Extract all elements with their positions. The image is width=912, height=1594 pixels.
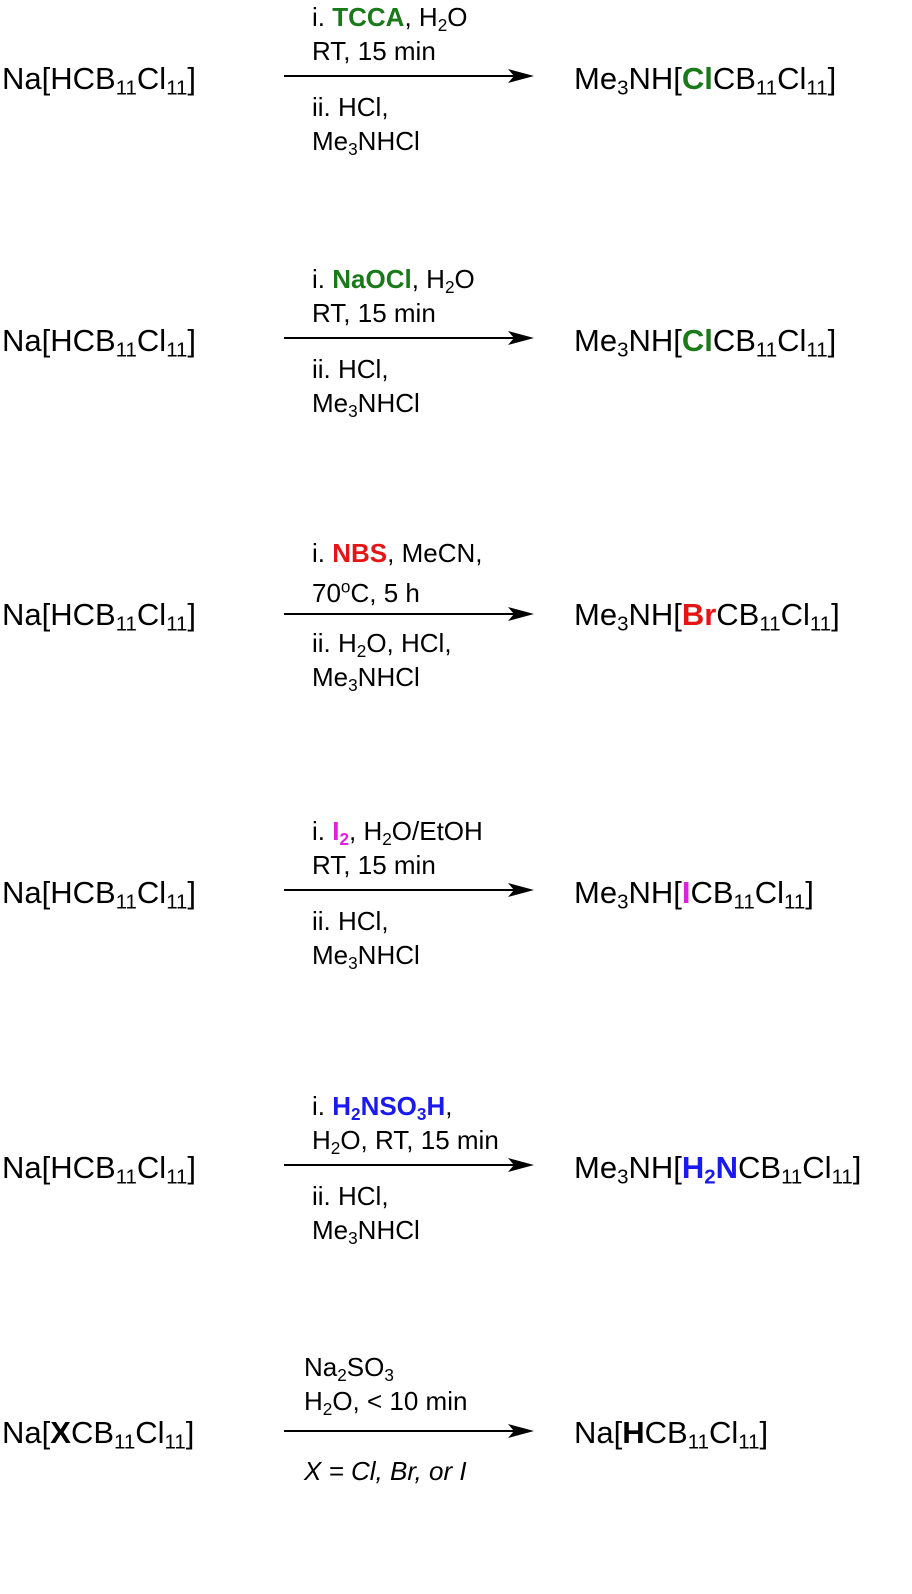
condition-above-1: i. NBS, MeCN, [312,538,483,568]
product: Me3NH[H2NCB11Cl11] [574,1150,862,1189]
condition-above-2: 70oC, 5 h [312,576,420,608]
condition-below-1: ii. HCl, [312,1181,389,1211]
condition-above-2: RT, 15 min [312,298,436,328]
reaction-arrow [284,69,534,83]
condition-above-2: H2O, < 10 min [304,1386,468,1419]
reagent: H2NSO3H [332,1091,446,1124]
reagent: NBS [332,538,388,568]
condition-below-2: Me3NHCl [312,940,420,973]
reaction-5: Na[HCB11Cl11] i. H2NSO3H, H2O, RT, 15 mi… [0,1089,912,1329]
product: Na[HCB11Cl11] [574,1415,769,1454]
condition-above-2: H2O, RT, 15 min [312,1125,499,1158]
highlight-substituent: Cl [681,61,713,96]
product: Me3NH[BrCB11Cl11] [574,597,840,636]
condition-below-1: X = Cl, Br, or I [304,1456,467,1486]
reaction-arrow [284,1158,534,1172]
reaction-arrow [284,1424,534,1438]
condition-above-1: i. TCCA, H2O [312,2,468,35]
highlight-substituent: H2N [681,1150,738,1189]
condition-below-1: ii. HCl, [312,906,389,936]
condition-above-1: i. I2, H2O/EtOH [312,816,483,849]
reagent: TCCA [332,2,405,32]
product: Me3NH[ICB11Cl11] [574,875,814,914]
condition-below-1: ii. H2O, HCl, [312,628,452,661]
reactant: Na[HCB11Cl11] [2,875,197,914]
product: Me3NH[ClCB11Cl11] [574,323,837,362]
reaction-arrow [284,331,534,345]
reactant: Na[HCB11Cl11] [2,323,197,362]
highlight-substituent: H [622,1415,645,1450]
reagent: NaOCl [332,264,412,294]
reactant: Na[XCB11Cl11] [2,1415,195,1454]
condition-below-1: ii. HCl, [312,92,389,122]
condition-above-2: RT, 15 min [312,850,436,880]
reactant: Na[HCB11Cl11] [2,61,197,100]
condition-below-2: Me3NHCl [312,1215,420,1248]
highlight-substituent: I [681,875,691,910]
condition-above-1: i. H2NSO3H, [312,1091,453,1124]
reaction-arrow [284,607,534,621]
reaction-2: Na[HCB11Cl11] i. NaOCl, H2O RT, 15 min i… [0,262,912,502]
condition-above-1: i. NaOCl, H2O [312,264,475,297]
reagent: I2 [332,816,350,849]
reactant: Na[HCB11Cl11] [2,1150,197,1189]
reaction-3: Na[HCB11Cl11] i. NBS, MeCN, 70oC, 5 h ii… [0,536,912,776]
variable-substituent: X [50,1415,71,1450]
reactant: Na[HCB11Cl11] [2,597,197,636]
product: Me3NH[ClCB11Cl11] [574,61,837,100]
condition-below-2: Me3NHCl [312,388,420,421]
condition-below-1: ii. HCl, [312,354,389,384]
highlight-substituent: Br [681,597,717,632]
condition-above-1: Na2SO3 [304,1352,394,1385]
condition-below-2: Me3NHCl [312,662,420,695]
condition-below-2: Me3NHCl [312,126,420,159]
highlight-substituent: Cl [681,323,713,358]
reaction-4: Na[HCB11Cl11] i. I2, H2O/EtOH RT, 15 min… [0,814,912,1054]
condition-above-2: RT, 15 min [312,36,436,66]
reaction-arrow [284,883,534,897]
reaction-1: Na[HCB11Cl11] i. TCCA, H2O RT, 15 min ii… [0,0,912,240]
reaction-6: Na[XCB11Cl11] Na2SO3 H2O, < 10 min X = C… [0,1354,912,1594]
